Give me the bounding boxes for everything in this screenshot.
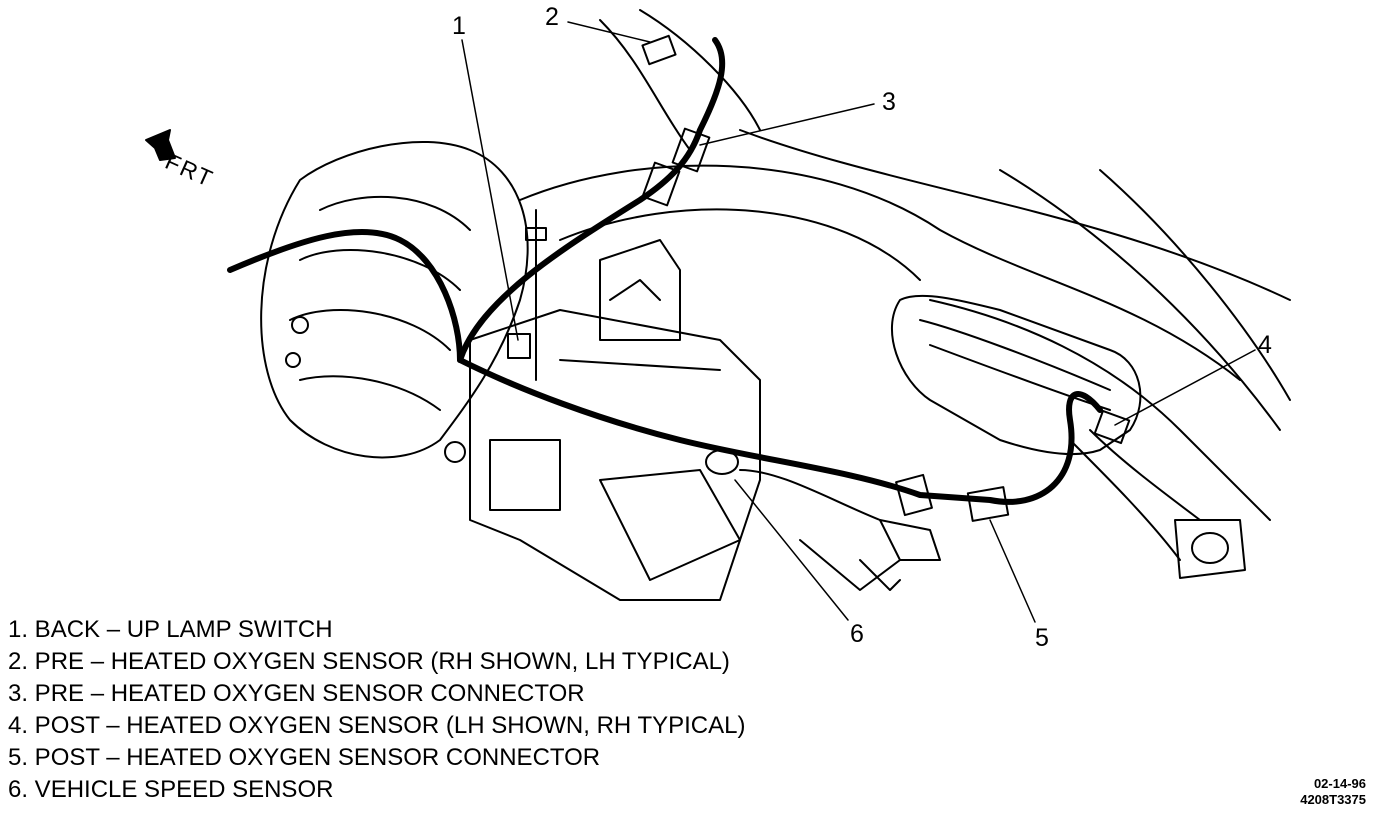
leader-line-5 — [989, 519, 1036, 623]
figure-date: 02-14-96 — [1313, 776, 1366, 791]
post-o2-sensor — [1093, 409, 1131, 445]
leader-line-1 — [461, 39, 519, 341]
legend-item: 3. PRE – HEATED OXYGEN SENSOR CONNECTOR — [8, 680, 585, 707]
legend-item: 4. POST – HEATED OXYGEN SENSOR (LH SHOWN… — [8, 712, 746, 739]
legend-item: 1. BACK – UP LAMP SWITCH — [8, 616, 333, 643]
output-yoke — [739, 469, 941, 591]
figure-code: 4208T3375 — [1300, 792, 1366, 807]
leader-line-2 — [567, 21, 651, 43]
callout-1: 1 — [452, 12, 466, 40]
legend-item: 6. VEHICLE SPEED SENSOR — [8, 776, 334, 803]
pre-o2-connector — [641, 127, 711, 207]
post-o2-connector — [895, 473, 1010, 522]
leader-lines — [461, 21, 1256, 623]
mounting-stud — [525, 209, 547, 381]
callout-6: 6 — [850, 620, 864, 648]
callout-5: 5 — [1035, 624, 1049, 652]
vehicle-speed-sensor — [705, 449, 739, 475]
wiring-harness — [227, 37, 1103, 505]
pre-o2-sensor — [641, 34, 677, 66]
leader-line-3 — [699, 103, 875, 146]
back-up-lamp-switch — [507, 333, 531, 359]
legend-item: 5. POST – HEATED OXYGEN SENSOR CONNECTOR — [8, 744, 601, 771]
bell-housing — [260, 140, 529, 463]
legend-item: 2. PRE – HEATED OXYGEN SENSOR (RH SHOWN,… — [8, 648, 730, 675]
catalytic-converter — [891, 294, 1246, 579]
figure-stamp: 02-14-96 4208T3375 — [1300, 776, 1366, 808]
front-arrow-icon — [145, 129, 176, 161]
callout-3: 3 — [882, 88, 896, 116]
leader-line-6 — [734, 479, 849, 621]
exhaust-pipe — [519, 9, 1291, 521]
parts-legend: 1. BACK – UP LAMP SWITCH 2. PRE – HEATED… — [8, 614, 745, 806]
callout-2: 2 — [545, 3, 559, 31]
callout-4: 4 — [1258, 331, 1272, 359]
transmission-case — [469, 239, 761, 601]
leader-line-4 — [1114, 349, 1256, 426]
